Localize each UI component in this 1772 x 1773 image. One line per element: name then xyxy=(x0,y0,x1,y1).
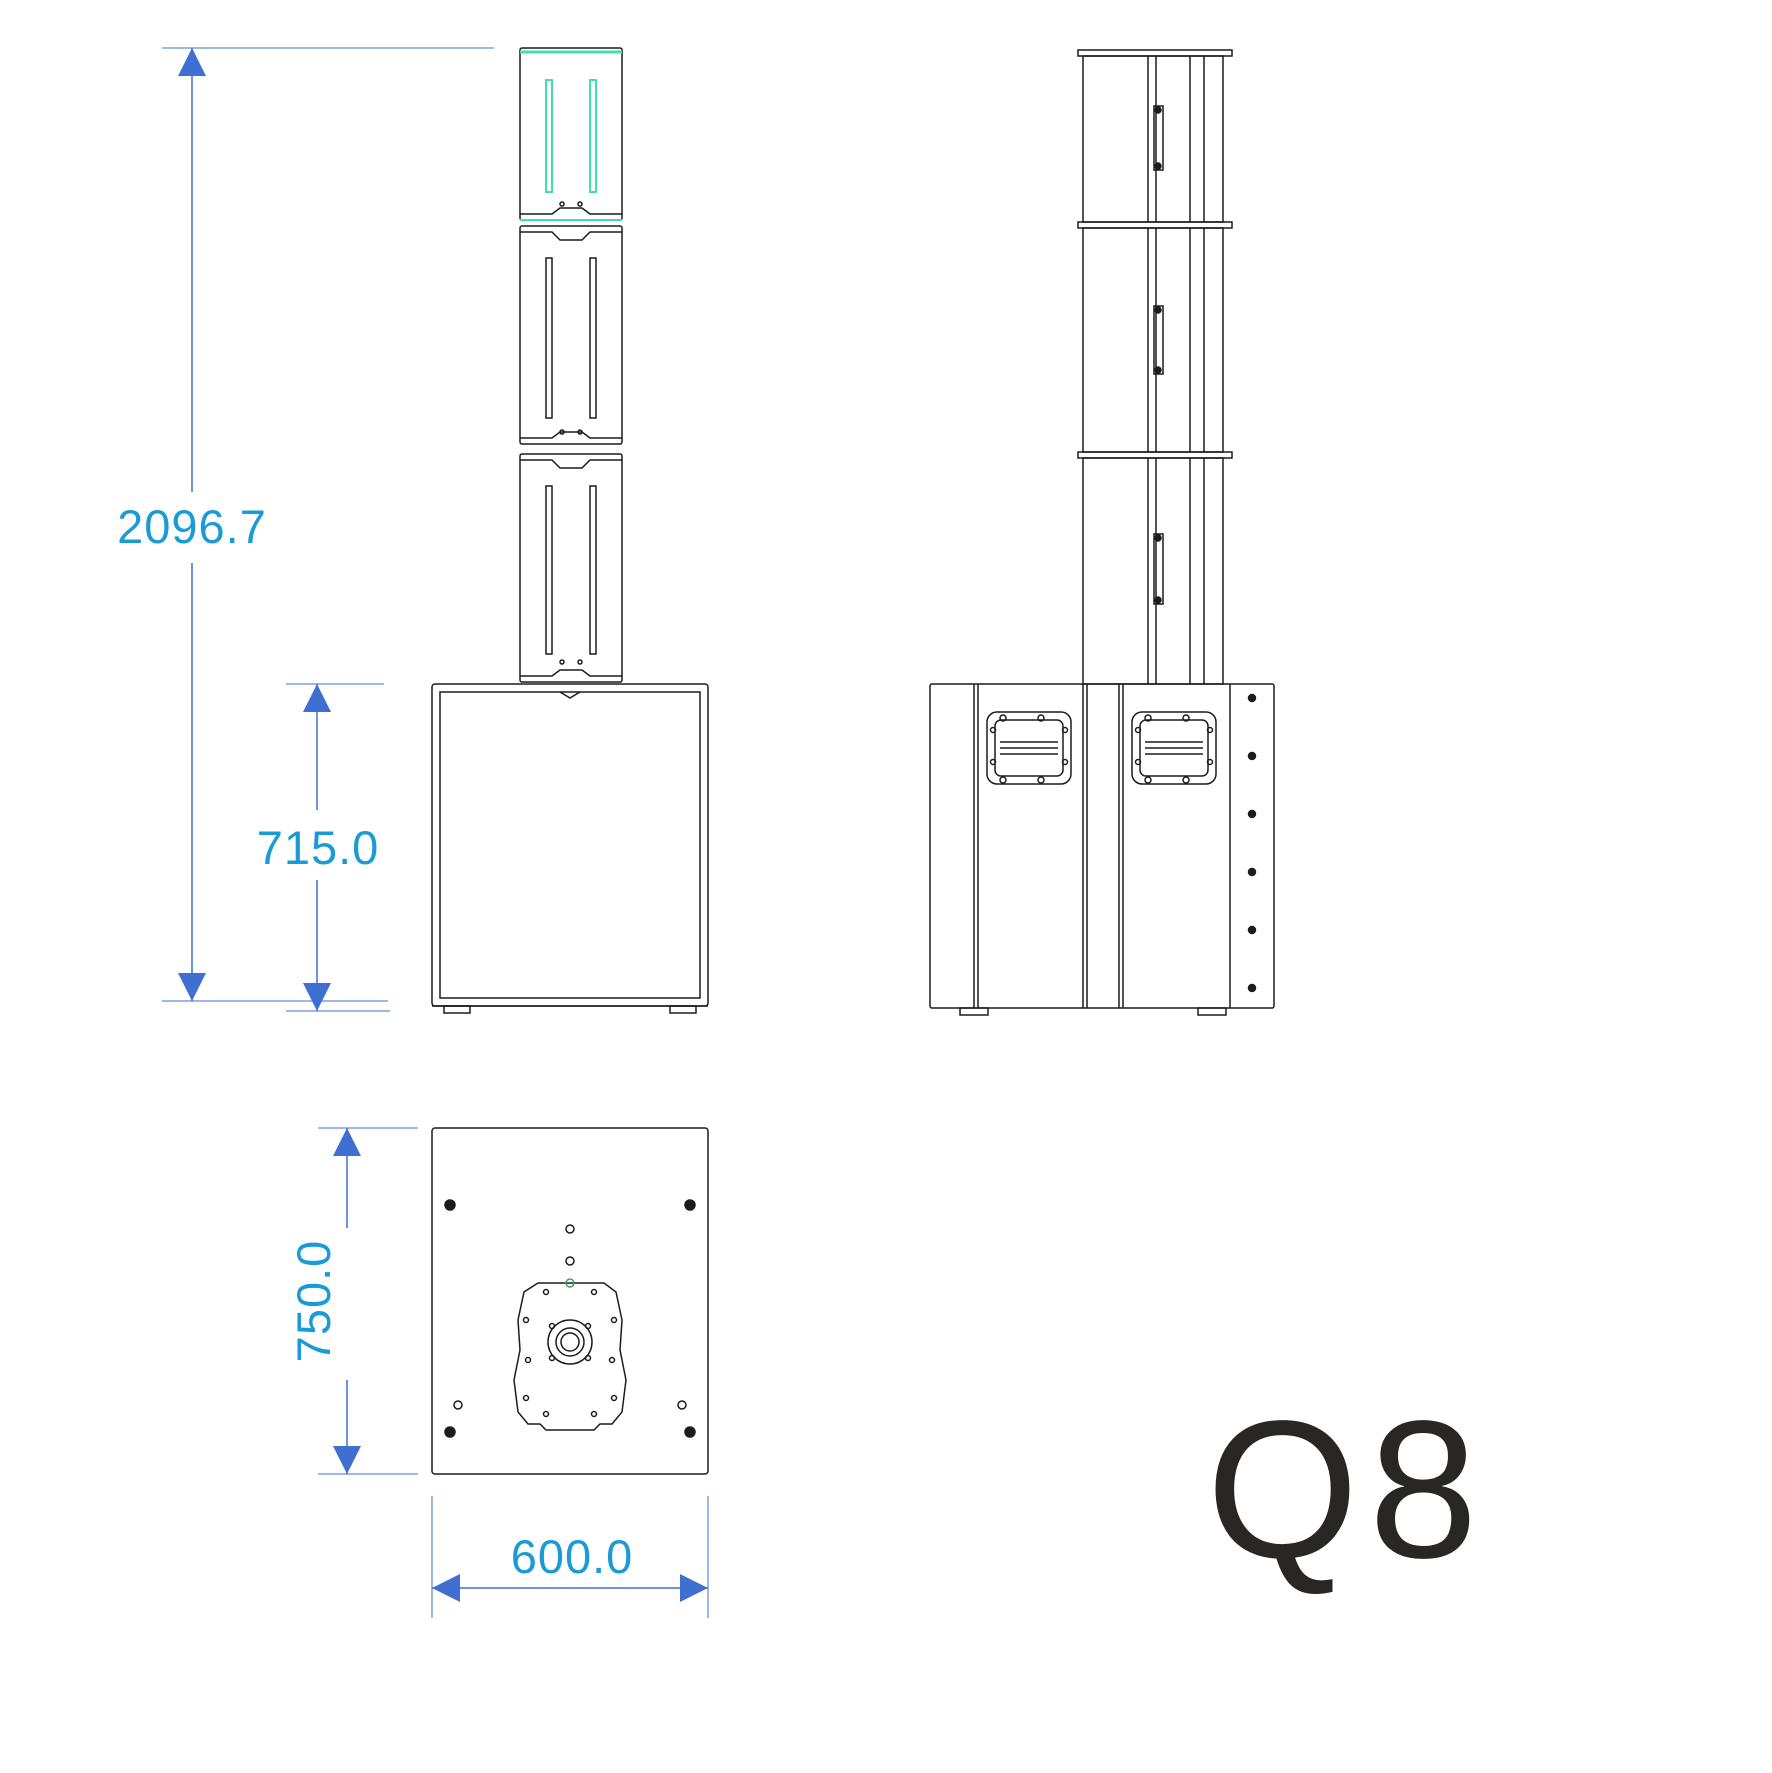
pole-mount-plate xyxy=(513,1278,627,1431)
top-view xyxy=(431,1127,709,1475)
column-module-middle xyxy=(519,225,623,445)
side-column-module-bottom xyxy=(1082,457,1224,685)
width-label: 600.0 xyxy=(511,1530,634,1583)
side-column-module-top xyxy=(1077,55,1233,229)
model-name: Q8 xyxy=(1206,1380,1487,1599)
column-module-bottom xyxy=(519,453,623,683)
side-screws xyxy=(1247,693,1257,993)
dimension-lines xyxy=(162,47,709,1618)
front-view xyxy=(431,47,709,1014)
subwoofer-side xyxy=(929,683,1275,1016)
side-column-module-middle xyxy=(1077,227,1233,459)
total-height-label: 2096.7 xyxy=(117,500,267,553)
sub-height-label: 715.0 xyxy=(257,821,380,874)
side-handle-right xyxy=(1131,711,1217,785)
side-view xyxy=(929,49,1275,1016)
subwoofer-front xyxy=(431,683,709,1014)
corner-feet xyxy=(444,1199,696,1438)
side-handle-left xyxy=(986,711,1072,785)
column-module-top xyxy=(519,47,623,221)
depth-label: 750.0 xyxy=(287,1240,340,1363)
